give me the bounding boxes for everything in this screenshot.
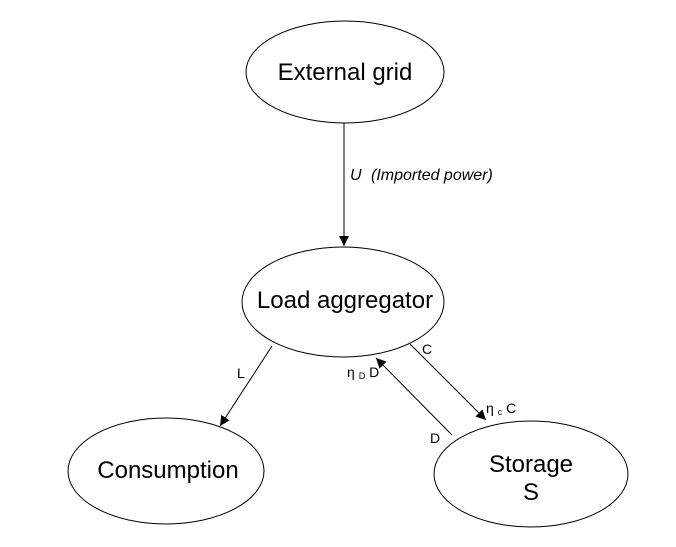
consumption-node: Consumption — [67, 417, 265, 525]
charge-out-label: C — [422, 341, 432, 357]
charge-in-label: η c C — [486, 400, 516, 418]
storage-symbol: S — [523, 479, 539, 506]
import-symbol: U — [350, 167, 362, 184]
import-label: U (Imported power) — [350, 167, 493, 184]
external-grid-node: External grid — [245, 20, 445, 124]
external-grid-ellipse — [245, 20, 445, 124]
discharge-in-symbol: D — [369, 364, 379, 380]
load-aggregator-ellipse — [241, 246, 445, 358]
charge-in-symbol: C — [506, 400, 516, 416]
discharge-in-label: η D D — [347, 364, 379, 382]
storage-ellipse — [433, 420, 629, 528]
discharge-eta: η — [347, 364, 355, 380]
storage-node: Storage S — [433, 420, 629, 528]
storage-label: Storage — [489, 451, 573, 478]
consumption-ellipse — [67, 417, 265, 525]
discharge-arrow — [375, 357, 453, 436]
discharge-edge: D η D D — [347, 357, 453, 446]
discharge-eta-subscript: D — [359, 371, 366, 381]
consumption-edge: L — [219, 345, 273, 427]
consumption-arrow — [219, 345, 273, 427]
load-aggregator-label: Load aggregator — [257, 287, 433, 314]
charge-eta-subscript: c — [498, 407, 503, 417]
charge-edge: C η c C — [409, 341, 516, 421]
import-description: (Imported power) — [371, 167, 493, 184]
consumption-label: Consumption — [97, 457, 238, 484]
external-grid-label: External grid — [278, 59, 413, 86]
load-aggregator-node: Load aggregator — [241, 246, 445, 358]
consumption-edge-label: L — [237, 365, 245, 381]
charge-arrow — [409, 343, 487, 421]
discharge-out-label: D — [430, 430, 440, 446]
import-edge: U (Imported power) — [339, 123, 493, 246]
charge-eta: η — [486, 400, 494, 416]
